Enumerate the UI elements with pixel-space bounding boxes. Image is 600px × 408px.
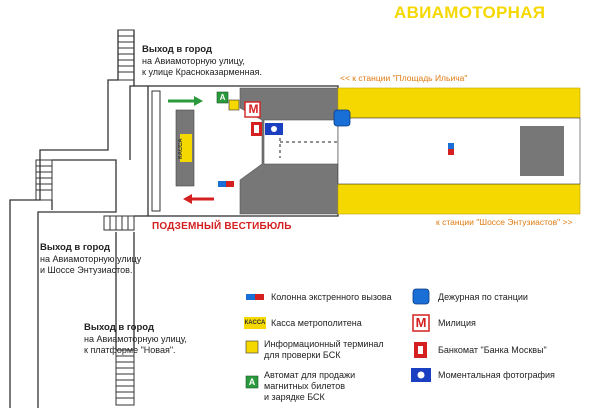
vestibule-label: ПОДЗЕМНЫЙ ВЕСТИБЮЛЬ	[152, 221, 292, 232]
platform-end-block	[520, 126, 564, 176]
exit-line: на Авиамоторную улицу,	[84, 333, 187, 344]
direction-bottom: к станции "Шоссе Энтузиастов" >>	[436, 217, 573, 227]
legend-ticket-office-icon	[244, 317, 266, 329]
legend-emergency-call: Колонна экстренного вызова	[271, 292, 392, 302]
legend-photo-icon	[411, 368, 431, 382]
militia-icon	[244, 101, 261, 118]
ticket-machine-icon	[216, 91, 229, 104]
legend-ticket-office: Касса метрополитена	[271, 318, 362, 328]
exit-label-south: Выход в город на Авиамоторную улицу, к п…	[84, 322, 187, 357]
entry-arrow-icon	[168, 96, 203, 106]
exit-line: и Шоссе Энтузиастов.	[40, 265, 133, 275]
emergency-call-icon	[448, 143, 454, 155]
legend-militia: Милиция	[438, 318, 476, 328]
legend-ticket-office-symbol: КАССА	[244, 320, 266, 326]
militia-symbol: М	[248, 102, 259, 116]
legend-atm: Банкомат "Банка Москвы"	[438, 345, 547, 355]
legend-info-terminal: Информационный терминал для проверки БСК	[264, 339, 384, 361]
direction-top: << к станции "Площадь Ильича"	[340, 73, 468, 83]
legend-ticket-machine-icon	[245, 375, 259, 389]
exit-heading: Выход в город	[84, 322, 154, 333]
exit-line: на Авиамоторную улицу	[40, 253, 142, 264]
exit-heading: Выход в город	[40, 242, 110, 253]
legend-photo: Моментальная фотография	[438, 370, 555, 380]
exit-line: к платформе "Новая".	[84, 345, 176, 355]
legend-ticket-machine-symbol: A	[248, 377, 256, 387]
legend-line: и зарядке БСК	[264, 392, 325, 402]
staircase-top	[117, 29, 135, 81]
exit-label-west: Выход в город на Авиамоторную улицу и Шо…	[40, 242, 141, 277]
ticket-office-sign	[180, 134, 192, 162]
legend-ticket-machine: Автомат для продажи магнитных билетов и …	[264, 370, 355, 403]
staircase-bottom	[115, 349, 135, 406]
emergency-call-icon	[218, 181, 234, 187]
legend-line: для проверки БСК	[264, 350, 341, 360]
corridor-walls	[9, 30, 339, 408]
ticket-machine-symbol: A	[219, 93, 226, 102]
track-top	[337, 87, 581, 119]
legend-emergency-call-icon	[246, 294, 264, 300]
exit-line: к улице Красноказарменная.	[142, 67, 262, 77]
legend-militia-symbol: М	[415, 315, 427, 330]
vestibule-turnstile-line	[151, 90, 161, 212]
staircase-left	[35, 159, 135, 231]
legend-line: магнитных билетов	[264, 381, 345, 391]
legend-atm-icon	[414, 342, 427, 358]
exit-line: на Авиамоторную улицу,	[142, 55, 245, 66]
exit-arrow-icon	[183, 194, 214, 204]
track-bottom	[337, 183, 581, 215]
legend-line: Автомат для продажи	[264, 370, 356, 380]
legend-station-duty-icon	[412, 288, 430, 305]
legend-station-duty: Дежурная по станции	[438, 292, 528, 302]
exit-heading: Выход в город	[142, 44, 212, 55]
legend-info-terminal-icon	[245, 340, 259, 354]
info-terminal-icon	[228, 99, 240, 111]
legend-militia-icon	[412, 314, 430, 332]
exit-label-north: Выход в город на Авиамоторную улицу, к у…	[142, 44, 262, 79]
legend-line: Информационный терминал	[264, 339, 384, 349]
station-title: АВИАМОТОРНАЯ	[394, 3, 546, 22]
station-duty-icon	[333, 109, 351, 127]
ticket-office-label: КАССА	[178, 138, 184, 160]
